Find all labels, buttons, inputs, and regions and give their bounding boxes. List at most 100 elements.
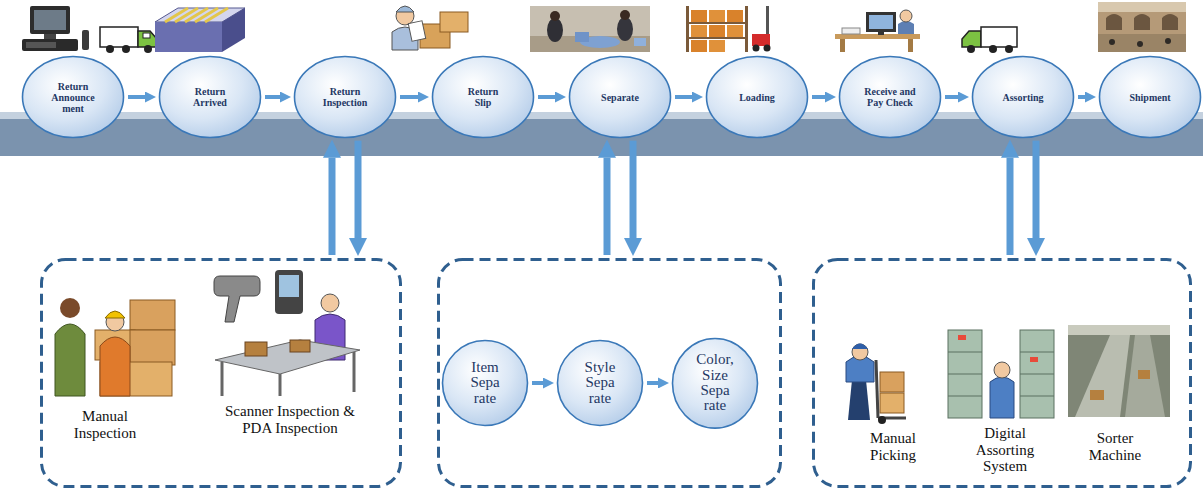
process-circle: Return Announce ment	[21, 55, 125, 139]
process-circle: Return Arrived	[158, 55, 262, 139]
ellipse-outline	[570, 57, 671, 138]
rack-forklift-icon	[709, 25, 725, 37]
rack-forklift-icon	[753, 45, 760, 52]
truck-icon	[981, 27, 1017, 47]
workers-icon	[55, 324, 85, 396]
truck-icon	[100, 27, 157, 53]
rack-forklift-icon	[691, 10, 707, 22]
workers-icon	[55, 298, 175, 396]
ellipse-outline	[443, 341, 528, 426]
pos-terminal-icon	[34, 10, 66, 30]
truck-icon	[143, 33, 150, 38]
sorting-photo	[617, 17, 633, 41]
dashed-panel-outline	[814, 260, 1191, 487]
hand-truck-icon	[876, 360, 878, 418]
circle-label: Style Sepa rate	[577, 360, 623, 406]
digital-assorting-icon	[948, 330, 1054, 418]
sorter-photo	[1090, 390, 1104, 400]
flow-arrow	[329, 158, 336, 255]
clerk-icon	[392, 6, 468, 50]
flow-arrow	[812, 95, 825, 99]
ellipse-outline	[673, 338, 758, 428]
pos-terminal-icon	[26, 42, 56, 48]
step-circle: Color, Size Sepa rate	[671, 337, 759, 430]
sorter-photo	[1075, 335, 1130, 417]
flow-arrow	[604, 158, 611, 255]
label-holder: Digital Assorting System	[955, 425, 1055, 475]
scanner-pda-icon	[279, 275, 299, 297]
workers-icon	[130, 300, 175, 330]
circle-label: Return Announce ment	[49, 81, 97, 114]
flow-arrow	[630, 141, 637, 238]
parcel-icon	[155, 8, 245, 52]
pos-terminal-icon	[22, 39, 78, 51]
label-holder: Sorter Machine	[1072, 430, 1158, 463]
digital-assorting-icon	[948, 374, 982, 375]
rack-forklift-icon	[691, 25, 707, 37]
flow-arrow	[1007, 158, 1014, 255]
label-holder: Manual Inspection	[58, 408, 153, 441]
label-holder: Scanner Inspection & PDA Inspection	[220, 403, 360, 436]
circle-label: Color, Size Sepa rate	[692, 352, 738, 413]
process-circle: Assorting	[971, 55, 1075, 139]
sorter-photo	[1068, 325, 1170, 417]
rack-forklift-icon	[727, 25, 743, 37]
circle-label: Return Slip	[459, 86, 507, 108]
digital-assorting-icon	[1020, 352, 1054, 353]
method-panel: Manual PickingDigital Assorting SystemSo…	[812, 258, 1192, 488]
digital-assorting-icon	[958, 335, 966, 340]
flow-arrow	[1033, 141, 1040, 238]
hand-truck-icon	[852, 344, 868, 350]
ellipse-outline	[558, 341, 643, 426]
desk-icon	[866, 12, 896, 32]
hand-truck-icon	[852, 344, 868, 360]
flow-arrow	[128, 95, 145, 99]
sorting-photo	[575, 32, 589, 42]
hand-truck-icon	[878, 416, 886, 424]
dashed-panel-outline	[42, 260, 401, 487]
ellipse-outline	[433, 57, 534, 138]
digital-assorting-icon	[1030, 357, 1038, 362]
mall-photo	[1109, 39, 1115, 45]
hand-truck-icon	[846, 344, 906, 425]
digital-assorting-icon	[948, 352, 982, 353]
desk-icon	[842, 28, 860, 34]
rack-forklift-icon	[686, 37, 748, 39]
flow-arrow	[265, 95, 280, 99]
truck-icon	[962, 31, 981, 47]
circle-label: Loading	[739, 92, 775, 103]
rack-forklift-icon	[691, 40, 707, 52]
rack-forklift-icon	[727, 10, 743, 22]
process-circle: Return Slip	[431, 55, 535, 139]
process-circle: Shipment	[1098, 55, 1202, 139]
digital-assorting-icon	[1020, 396, 1054, 397]
truck-icon	[144, 45, 152, 53]
scanner-pda-icon	[221, 362, 224, 396]
flow-arrow	[1078, 95, 1085, 99]
scanner-pda-icon	[275, 270, 303, 314]
flow-arrow	[538, 95, 555, 99]
truck-icon	[138, 31, 157, 47]
sorter-photo	[1125, 335, 1165, 417]
scanner-pda-icon	[215, 340, 360, 374]
digital-assorting-icon	[948, 396, 982, 397]
sorting-photo	[547, 18, 563, 42]
truck-icon	[989, 45, 997, 53]
mall-photo	[1098, 34, 1186, 52]
digital-assorting-icon	[1020, 374, 1054, 375]
circle-label: Receive and Pay Check	[859, 86, 921, 108]
truck-icon	[122, 45, 130, 53]
desk-icon	[878, 32, 884, 35]
sorting-photo	[530, 6, 650, 52]
sorter-photo	[1068, 325, 1170, 335]
desk-icon	[900, 10, 912, 22]
pos-terminal-icon	[82, 30, 89, 50]
workers-icon	[100, 337, 130, 396]
desk-icon	[835, 10, 920, 52]
dashed-panel-outline	[439, 260, 781, 487]
flow-arrow	[400, 95, 418, 99]
digital-assorting-icon	[1020, 330, 1054, 418]
step-circle: Style Sepa rate	[556, 339, 644, 427]
mall-photo	[1098, 2, 1186, 52]
flow-arrow	[355, 141, 362, 238]
